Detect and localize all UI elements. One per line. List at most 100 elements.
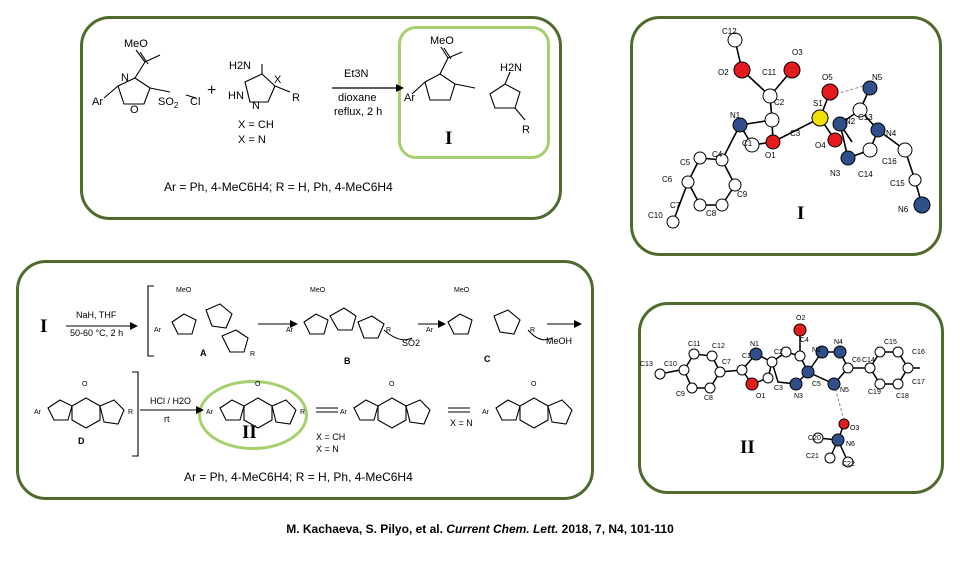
svg-text:O: O — [255, 381, 261, 388]
svg-text:S1: S1 — [813, 99, 823, 108]
oxazole-o-label: O — [130, 104, 139, 116]
svg-text:C1: C1 — [742, 353, 751, 360]
tautomer-x-n: X = N — [316, 444, 339, 454]
acid-condition: HCl / H2O — [150, 396, 192, 406]
mechanism-cond-base: NaH, THF — [76, 310, 117, 320]
svg-text:C12: C12 — [722, 27, 737, 36]
svg-text:N5: N5 — [840, 387, 849, 394]
intermediate-a-label: A — [200, 348, 207, 358]
tautomer-x-ch: X = CH — [316, 432, 346, 442]
plus-sign: + — [207, 82, 217, 99]
svg-text:O3: O3 — [850, 425, 859, 432]
svg-text:C14: C14 — [858, 170, 873, 179]
svg-text:C9: C9 — [676, 391, 685, 398]
substituents-top: Ar = Ph, 4-MeC6H4; R = H, Ph, 4-MeC6H4 — [164, 180, 393, 194]
svg-text:C10: C10 — [664, 361, 677, 368]
svg-text:R: R — [300, 409, 305, 416]
svg-text:Ar: Ar — [34, 409, 42, 416]
svg-text:C12: C12 — [712, 343, 725, 350]
citation-caption: M. Kachaeva, S. Pilyo, et al. Current Ch… — [0, 522, 960, 536]
svg-text:N3: N3 — [794, 393, 803, 400]
mechanism-cond-temp: 50-60 °C, 2 h — [70, 328, 124, 338]
ring-r-label: R — [292, 92, 300, 104]
svg-text:O: O — [82, 381, 88, 388]
ring-x-label: X — [274, 74, 282, 86]
svg-text:Ar: Ar — [154, 327, 162, 334]
svg-text:C3: C3 — [790, 129, 801, 138]
substituents-bottom: Ar = Ph, 4-MeC6H4; R = H, Ph, 4-MeC6H4 — [184, 470, 413, 484]
ar-label: Ar — [92, 96, 103, 108]
svg-text:C1: C1 — [742, 139, 753, 148]
svg-text:C4: C4 — [712, 150, 723, 159]
tautomer-condition: X = N — [450, 418, 473, 428]
svg-text:O: O — [389, 381, 395, 388]
svg-text:C6: C6 — [852, 357, 861, 364]
mechanism-start-i: I — [40, 316, 48, 337]
meoh-leaving-label: MeOH — [546, 336, 573, 346]
amine-label: H2N — [229, 60, 252, 72]
mechanism-panel — [16, 260, 594, 500]
svg-text:O1: O1 — [756, 393, 765, 400]
svg-text:N2: N2 — [812, 347, 821, 354]
svg-text:C20: C20 — [808, 435, 821, 442]
svg-text:C8: C8 — [706, 209, 717, 218]
svg-text:C22: C22 — [842, 461, 855, 468]
product-ar-label: Ar — [404, 92, 415, 104]
svg-text:C16: C16 — [912, 349, 925, 356]
svg-text:O1: O1 — [765, 151, 776, 160]
svg-text:C11: C11 — [762, 68, 777, 77]
svg-text:O2: O2 — [718, 68, 729, 77]
svg-text:N1: N1 — [750, 341, 759, 348]
svg-text:N2: N2 — [845, 117, 856, 126]
svg-text:C5: C5 — [680, 158, 691, 167]
citation-authors: M. Kachaeva, S. Pilyo, et al. — [286, 522, 443, 536]
x-option-n: X = N — [238, 134, 266, 146]
svg-text:C4: C4 — [800, 337, 809, 344]
svg-text:Ar: Ar — [286, 327, 294, 334]
svg-text:O2: O2 — [796, 315, 805, 322]
svg-text:C7: C7 — [722, 359, 731, 366]
oxazole-n-label: N — [121, 72, 129, 84]
scheme-panel-synthesis — [80, 16, 562, 220]
sulfonyl-label: SO2 — [158, 96, 179, 111]
svg-text:C13: C13 — [640, 361, 653, 368]
svg-text:R: R — [250, 351, 255, 358]
rt-condition: rt — [164, 414, 170, 424]
svg-text:O3: O3 — [792, 48, 803, 57]
citation-year: 2018 — [561, 522, 589, 536]
product-ii-label: II — [242, 422, 257, 443]
crystal-i-label: I — [797, 203, 805, 224]
crystal-structure-panel-ii — [638, 302, 944, 494]
svg-text:C17: C17 — [912, 379, 925, 386]
ester-label: MeO — [124, 38, 148, 50]
intermediate-d-label: D — [78, 436, 85, 446]
svg-text:O4: O4 — [815, 141, 826, 150]
svg-text:C7: C7 — [670, 201, 681, 210]
svg-text:C10: C10 — [648, 211, 663, 220]
svg-text:MeO: MeO — [454, 287, 470, 294]
so2-leaving-label: SO2 — [402, 338, 421, 348]
svg-text:O: O — [531, 381, 537, 388]
svg-text:C16: C16 — [882, 157, 897, 166]
svg-text:N6: N6 — [898, 205, 909, 214]
citation-details: , 7, N4, 101-110 — [588, 522, 674, 536]
svg-text:R: R — [386, 327, 391, 334]
svg-text:C15: C15 — [890, 179, 905, 188]
condition-base: Et3N — [344, 68, 369, 80]
condition-solvent: dioxane — [338, 92, 377, 104]
svg-text:C3: C3 — [774, 385, 783, 392]
svg-text:C19: C19 — [868, 389, 881, 396]
svg-text:C11: C11 — [688, 341, 700, 348]
svg-text:R: R — [530, 327, 535, 334]
intermediate-b-label: B — [344, 356, 351, 366]
svg-text:Ar: Ar — [206, 409, 214, 416]
svg-text:C15: C15 — [884, 339, 897, 346]
svg-text:C5: C5 — [812, 381, 821, 388]
citation-journal: Current Chem. Lett. — [446, 522, 559, 536]
svg-text:Ar: Ar — [340, 409, 348, 416]
svg-text:N6: N6 — [846, 441, 855, 448]
svg-text:C2: C2 — [774, 349, 783, 356]
svg-text:N3: N3 — [830, 169, 841, 178]
